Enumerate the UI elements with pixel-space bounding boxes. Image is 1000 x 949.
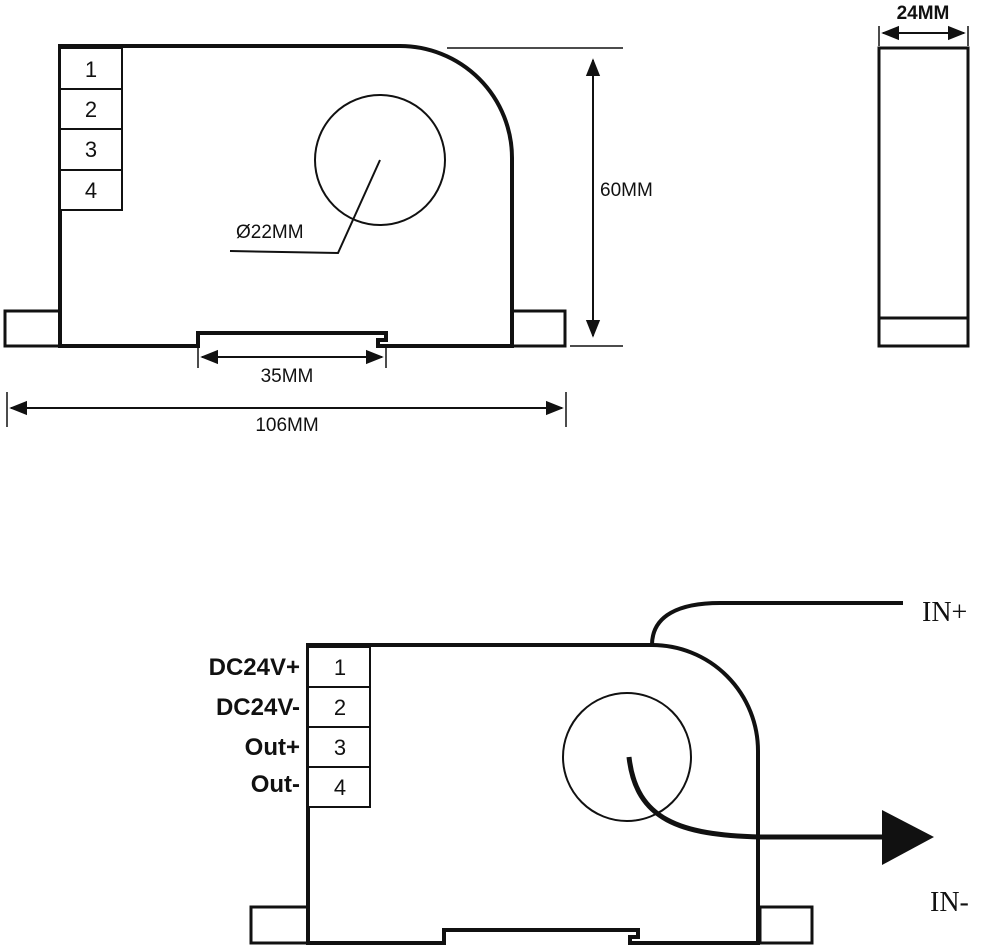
pin-label-out-minus: Out- (251, 771, 300, 798)
width-dimension: 106MM (6, 392, 567, 436)
wiring-view: 1 2 3 4 DC24V+ DC24V- Out+ Out- IN+ IN- (209, 597, 969, 945)
side-view: 24MM (877, 3, 970, 348)
width-label: 106MM (255, 415, 318, 436)
top-pin-3: 3 (85, 137, 97, 162)
top-pin-4: 4 (85, 178, 97, 203)
in-minus-wire (626, 756, 888, 840)
top-pin-1: 1 (85, 57, 97, 82)
slot-dimension: 35MM (197, 346, 387, 387)
wiring-pin-3: 3 (334, 735, 346, 760)
pin-label-dc24v-minus: DC24V- (216, 694, 300, 721)
left-mounting-tab (3, 309, 62, 348)
height-label: 60MM (600, 180, 653, 201)
top-pin-2: 2 (85, 97, 97, 122)
pin-label-out-plus: Out+ (245, 734, 300, 761)
top-view: 1 2 3 4 Ø22MM 60MM 35MM 106MM (3, 44, 653, 436)
bottom-left-tab (249, 905, 310, 945)
wiring-pin-block: 1 2 3 4 (307, 646, 371, 808)
diameter-label: Ø22MM (236, 222, 304, 243)
aperture-circle (314, 94, 446, 226)
sensor-body-outline (58, 44, 514, 348)
in-plus-wire (650, 601, 903, 646)
in-plus-label: IN+ (922, 597, 967, 628)
thickness-label: 24MM (897, 3, 950, 24)
in-minus-arrowhead (882, 810, 934, 865)
diameter-leader-line (229, 159, 381, 255)
top-pin-block: 1 2 3 4 (59, 47, 123, 211)
wiring-pin-2: 2 (334, 695, 346, 720)
wiring-pin-1: 1 (334, 655, 346, 680)
right-mounting-tab (510, 309, 567, 348)
pin-label-dc24v-plus: DC24V+ (209, 654, 300, 681)
wiring-aperture-circle (562, 692, 692, 822)
in-minus-label: IN- (930, 887, 969, 918)
slot-label: 35MM (261, 366, 314, 387)
wiring-pin-4: 4 (334, 775, 346, 800)
wiring-body-outline (306, 643, 760, 945)
bottom-right-tab (758, 905, 814, 945)
height-dimension: 60MM (447, 47, 653, 347)
side-body (877, 46, 970, 348)
